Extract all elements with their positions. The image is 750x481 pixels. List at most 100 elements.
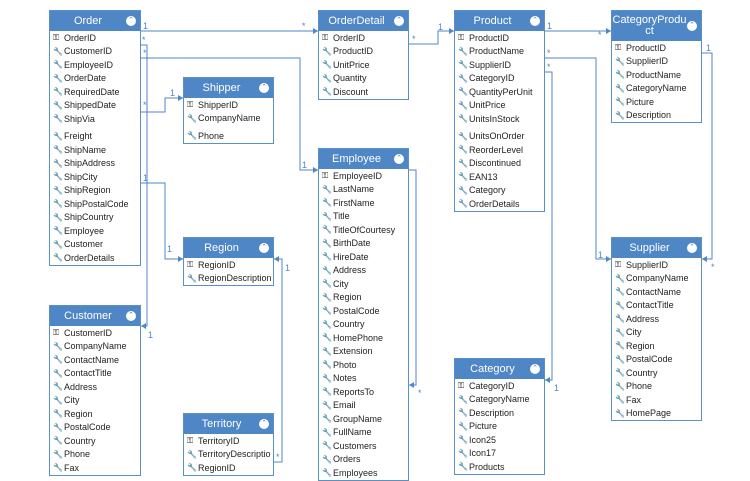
collapse-icon[interactable]: ⌃ bbox=[259, 419, 269, 429]
field-row[interactable]: 🔧Fax bbox=[612, 393, 701, 407]
field-row[interactable]: 🔧CompanyName bbox=[50, 340, 140, 354]
field-row[interactable]: 🔧LastName bbox=[319, 183, 408, 197]
field-row[interactable]: 🔧Freight bbox=[50, 130, 140, 144]
field-row[interactable]: 🔧ReportsTo bbox=[319, 385, 408, 399]
field-row[interactable]: 🔧ContactTitle bbox=[50, 367, 140, 381]
field-row[interactable]: 🔧Employee bbox=[50, 224, 140, 238]
entity-category[interactable]: Category⌃⚿CategoryID🔧CategoryName🔧Descri… bbox=[454, 358, 545, 475]
field-row[interactable]: 🔧ShippedDate bbox=[50, 99, 140, 113]
field-row[interactable]: 🔧TerritoryDescriptio bbox=[184, 448, 273, 462]
field-row[interactable]: 🔧Picture bbox=[612, 95, 701, 109]
field-row[interactable]: 🔧Category bbox=[455, 184, 544, 198]
field-row[interactable]: 🔧FirstName bbox=[319, 196, 408, 210]
field-row[interactable]: 🔧Photo bbox=[319, 358, 408, 372]
field-row[interactable]: 🔧Discount bbox=[319, 85, 408, 99]
field-row[interactable]: 🔧Phone bbox=[612, 380, 701, 394]
field-row[interactable]: 🔧ShipRegion bbox=[50, 184, 140, 198]
field-row[interactable]: 🔧ProductID bbox=[319, 45, 408, 59]
field-row[interactable]: 🔧EmployeeID bbox=[50, 58, 140, 72]
field-row[interactable]: 🔧ProductName bbox=[455, 45, 544, 59]
entity-header[interactable]: Employee⌃ bbox=[319, 149, 408, 169]
collapse-icon[interactable]: ⌃ bbox=[259, 83, 269, 93]
field-row[interactable]: ⚿CustomerID bbox=[50, 326, 140, 340]
field-row[interactable]: 🔧UnitPrice bbox=[455, 99, 544, 113]
field-row[interactable]: 🔧Country bbox=[612, 366, 701, 380]
field-row[interactable]: ⚿OrderID bbox=[319, 31, 408, 45]
field-row[interactable]: 🔧OrderDetails bbox=[455, 197, 544, 211]
field-row[interactable]: 🔧Country bbox=[319, 318, 408, 332]
field-row[interactable]: 🔧Region bbox=[50, 407, 140, 421]
field-row[interactable]: 🔧ContactName bbox=[50, 353, 140, 367]
entity-header[interactable]: OrderDetail⌃ bbox=[319, 11, 408, 31]
field-row[interactable]: 🔧Products bbox=[455, 460, 544, 474]
field-row[interactable]: 🔧Employees bbox=[319, 466, 408, 480]
field-row[interactable]: 🔧ShipName bbox=[50, 143, 140, 157]
entity-region[interactable]: Region⌃⚿RegionID🔧RegionDescription bbox=[183, 237, 274, 286]
field-row[interactable]: 🔧ContactName bbox=[612, 285, 701, 299]
field-row[interactable]: ⚿ShipperID bbox=[184, 98, 273, 112]
field-row[interactable]: 🔧Email bbox=[319, 399, 408, 413]
field-row[interactable]: 🔧Picture bbox=[455, 420, 544, 434]
collapse-icon[interactable]: ⌃ bbox=[687, 21, 697, 31]
field-row[interactable]: 🔧Address bbox=[319, 264, 408, 278]
field-row[interactable]: 🔧Address bbox=[50, 380, 140, 394]
field-row[interactable]: 🔧CustomerID bbox=[50, 45, 140, 59]
field-row[interactable]: 🔧ContactTitle bbox=[612, 299, 701, 313]
field-row[interactable]: 🔧ShipAddress bbox=[50, 157, 140, 171]
entity-supplier[interactable]: Supplier⌃⚿SupplierID🔧CompanyName🔧Contact… bbox=[611, 237, 702, 421]
field-row[interactable]: 🔧BirthDate bbox=[319, 237, 408, 251]
field-row[interactable]: 🔧Icon17 bbox=[455, 447, 544, 461]
entity-header[interactable]: Order⌃ bbox=[50, 11, 140, 31]
field-row[interactable]: 🔧Icon25 bbox=[455, 433, 544, 447]
field-row[interactable]: ⚿EmployeeID bbox=[319, 169, 408, 183]
field-row[interactable]: ⚿OrderID bbox=[50, 31, 140, 45]
field-row[interactable]: 🔧City bbox=[319, 277, 408, 291]
field-row[interactable]: 🔧QuantityPerUnit bbox=[455, 85, 544, 99]
field-row[interactable]: 🔧GroupName bbox=[319, 412, 408, 426]
collapse-icon[interactable]: ⌃ bbox=[394, 16, 404, 26]
field-row[interactable]: 🔧EAN13 bbox=[455, 170, 544, 184]
collapse-icon[interactable]: ⌃ bbox=[530, 364, 540, 374]
field-row[interactable]: 🔧PostalCode bbox=[50, 421, 140, 435]
field-row[interactable]: 🔧Phone bbox=[184, 129, 273, 143]
field-row[interactable]: 🔧CompanyName bbox=[184, 112, 273, 126]
entity-customer[interactable]: Customer⌃⚿CustomerID🔧CompanyName🔧Contact… bbox=[49, 305, 141, 476]
entity-shipper[interactable]: Shipper⌃⚿ShipperID🔧CompanyName 🔧Phone bbox=[183, 77, 274, 144]
field-row[interactable]: 🔧HireDate bbox=[319, 250, 408, 264]
field-row[interactable]: 🔧Region bbox=[319, 291, 408, 305]
field-row[interactable]: 🔧ProductName bbox=[612, 68, 701, 82]
field-row[interactable]: 🔧OrderDetails bbox=[50, 251, 140, 265]
field-row[interactable]: 🔧Customers bbox=[319, 439, 408, 453]
collapse-icon[interactable]: ⌃ bbox=[126, 16, 136, 26]
field-row[interactable]: ⚿SupplierID bbox=[612, 258, 701, 272]
entity-employee[interactable]: Employee⌃⚿EmployeeID🔧LastName🔧FirstName 🔧… bbox=[318, 148, 409, 481]
field-row[interactable]: 🔧HomePage bbox=[612, 407, 701, 421]
field-row[interactable]: 🔧SupplierID bbox=[455, 58, 544, 72]
entity-product[interactable]: Product⌃⚿ProductID🔧ProductName🔧SupplierI… bbox=[454, 10, 545, 212]
field-row[interactable]: ⚿CategoryID bbox=[455, 379, 544, 393]
field-row[interactable]: 🔧Notes bbox=[319, 372, 408, 386]
entity-header[interactable]: Customer⌃ bbox=[50, 306, 140, 326]
field-row[interactable]: 🔧HomePhone bbox=[319, 331, 408, 345]
field-row[interactable]: 🔧Country bbox=[50, 434, 140, 448]
field-row[interactable]: 🔧Phone bbox=[50, 448, 140, 462]
entity-header[interactable]: Shipper⌃ bbox=[184, 78, 273, 98]
field-row[interactable]: 🔧City bbox=[612, 326, 701, 340]
collapse-icon[interactable]: ⌃ bbox=[126, 311, 136, 321]
entity-orderdetail[interactable]: OrderDetail⌃⚿OrderID🔧ProductID🔧UnitPrice… bbox=[318, 10, 409, 100]
field-row[interactable]: 🔧RequiredDate bbox=[50, 85, 140, 99]
field-row[interactable]: 🔧PostalCode bbox=[319, 304, 408, 318]
collapse-icon[interactable]: ⌃ bbox=[687, 243, 697, 253]
entity-header[interactable]: Product⌃ bbox=[455, 11, 544, 31]
field-row[interactable]: ⚿TerritoryID bbox=[184, 434, 273, 448]
entity-territory[interactable]: Territory⌃⚿TerritoryID🔧TerritoryDescript… bbox=[183, 413, 274, 476]
entity-header[interactable]: Category⌃ bbox=[455, 359, 544, 379]
field-row[interactable]: 🔧UnitPrice bbox=[319, 58, 408, 72]
field-row[interactable]: 🔧Quantity bbox=[319, 72, 408, 86]
field-row[interactable]: 🔧Description bbox=[455, 406, 544, 420]
field-row[interactable]: 🔧Customer bbox=[50, 238, 140, 252]
field-row[interactable]: 🔧FullName bbox=[319, 426, 408, 440]
field-row[interactable]: 🔧UnitsOnOrder bbox=[455, 130, 544, 144]
field-row[interactable]: 🔧UnitsInStock bbox=[455, 112, 544, 126]
field-row[interactable]: ⚿ProductID bbox=[455, 31, 544, 45]
